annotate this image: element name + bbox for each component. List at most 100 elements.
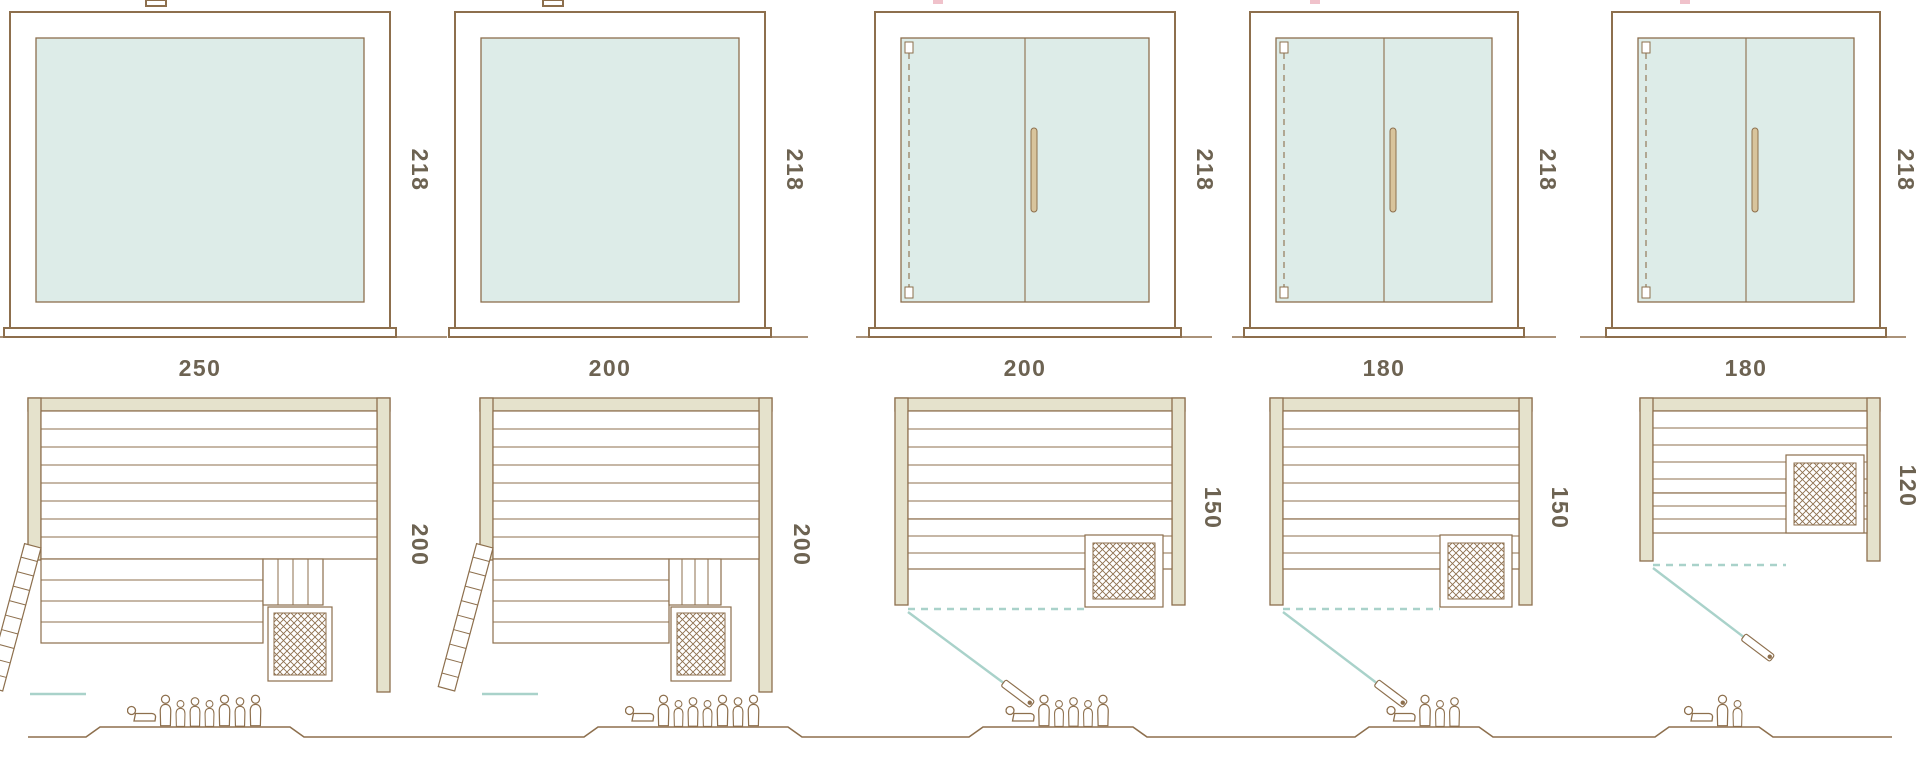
person-icon (159, 694, 172, 727)
width-dimension-label: 200 (589, 355, 632, 381)
depth-dimension-label: 150 (1547, 487, 1573, 530)
step-planks (277, 559, 309, 605)
upper-bench (492, 410, 760, 560)
depth-dimension-label: 120 (1895, 465, 1920, 508)
bench-slats (41, 579, 263, 623)
sill (3, 327, 397, 338)
door-handle (1389, 127, 1397, 213)
glass-panel (480, 37, 740, 303)
door-handle (1030, 127, 1038, 213)
door-swing-line (1652, 567, 1746, 639)
capacity-group-3 (1005, 694, 1111, 727)
cabin-3-plan (894, 397, 1186, 709)
standing-persons (656, 694, 761, 727)
reclining-person-icon (624, 705, 655, 727)
cabin-2-elevation (448, 11, 772, 338)
person-icon (204, 700, 215, 727)
person-icon (1435, 700, 1445, 727)
hinge-icon (1279, 41, 1289, 54)
cabin-1-elevation (3, 11, 397, 338)
wall (479, 397, 494, 561)
hinge-icon (1279, 286, 1289, 299)
bench-slats (493, 428, 759, 538)
door-handle (1751, 127, 1759, 213)
capacity-group-4 (1386, 694, 1462, 727)
wall (1269, 397, 1533, 412)
upper-bench (40, 410, 378, 560)
person-icon (732, 697, 744, 727)
width-dimension-label: 250 (179, 355, 222, 381)
glass-panel (35, 37, 365, 303)
sill (868, 327, 1182, 338)
wall (1639, 397, 1881, 412)
heater-icon (267, 606, 333, 682)
wall (894, 397, 1186, 412)
height-dimension-label: 218 (782, 149, 808, 192)
wall (758, 397, 773, 693)
wall (1171, 397, 1186, 606)
height-dimension-label: 218 (1192, 149, 1218, 192)
step-planks (681, 559, 709, 605)
wall (894, 397, 909, 606)
person-icon (1083, 700, 1093, 727)
capacity-group-1 (126, 694, 263, 727)
cropped-artifact (1680, 0, 1690, 4)
cropped-artifact (542, 0, 564, 7)
open-door-leaf (1740, 633, 1776, 663)
depth-dimension-label: 150 (1200, 487, 1226, 530)
height-dimension-label: 218 (1893, 149, 1919, 192)
heater-icon (1084, 534, 1164, 608)
heater-icon (670, 606, 732, 682)
capacity-group-5 (1683, 694, 1744, 727)
sill (1243, 327, 1525, 338)
cabin-2-plan (437, 397, 773, 696)
person-icon (234, 697, 246, 727)
ground-line (28, 726, 1892, 738)
width-dimension-label: 200 (1004, 355, 1047, 381)
door-swing-line (907, 611, 1006, 685)
cabin-5-plan (1639, 397, 1881, 663)
depth-dimension-label: 200 (407, 524, 433, 567)
height-dimension-label: 218 (407, 149, 433, 192)
sill (448, 327, 772, 338)
cropped-artifact (933, 0, 943, 4)
width-dimension-label: 180 (1363, 355, 1406, 381)
wall (1639, 397, 1654, 562)
standing-persons (1037, 694, 1111, 727)
person-icon (1038, 694, 1050, 727)
wall (1269, 397, 1284, 606)
wall (1866, 397, 1881, 562)
person-icon (1054, 700, 1064, 727)
capacity-group-2 (624, 694, 761, 727)
person-icon (1732, 700, 1743, 727)
hinge-icon (1641, 286, 1651, 299)
bench-slats (1283, 428, 1519, 502)
wall (27, 397, 391, 412)
bench-slats (41, 428, 377, 538)
reclining-person-icon (1386, 705, 1417, 727)
person-icon (249, 694, 262, 727)
cropped-artifact (145, 0, 167, 7)
person-icon (1449, 697, 1460, 727)
person-icon (702, 700, 713, 727)
standing-persons (158, 694, 263, 727)
standing-persons (1715, 694, 1744, 727)
hinge-icon (904, 41, 914, 54)
person-icon (747, 694, 760, 727)
person-icon (218, 694, 231, 727)
standing-persons (1418, 694, 1462, 727)
person-icon (189, 697, 201, 727)
person-icon (716, 694, 729, 727)
person-icon (657, 694, 670, 727)
wall (479, 397, 773, 412)
heater-icon (1785, 454, 1865, 534)
hinge-icon (904, 286, 914, 299)
heater-icon (1439, 534, 1513, 608)
reclining-person-icon (126, 705, 157, 727)
cabin-4-plan (1269, 397, 1533, 709)
open-door-leaf (0, 543, 42, 692)
wall (376, 397, 391, 693)
bench-slats (493, 579, 669, 623)
